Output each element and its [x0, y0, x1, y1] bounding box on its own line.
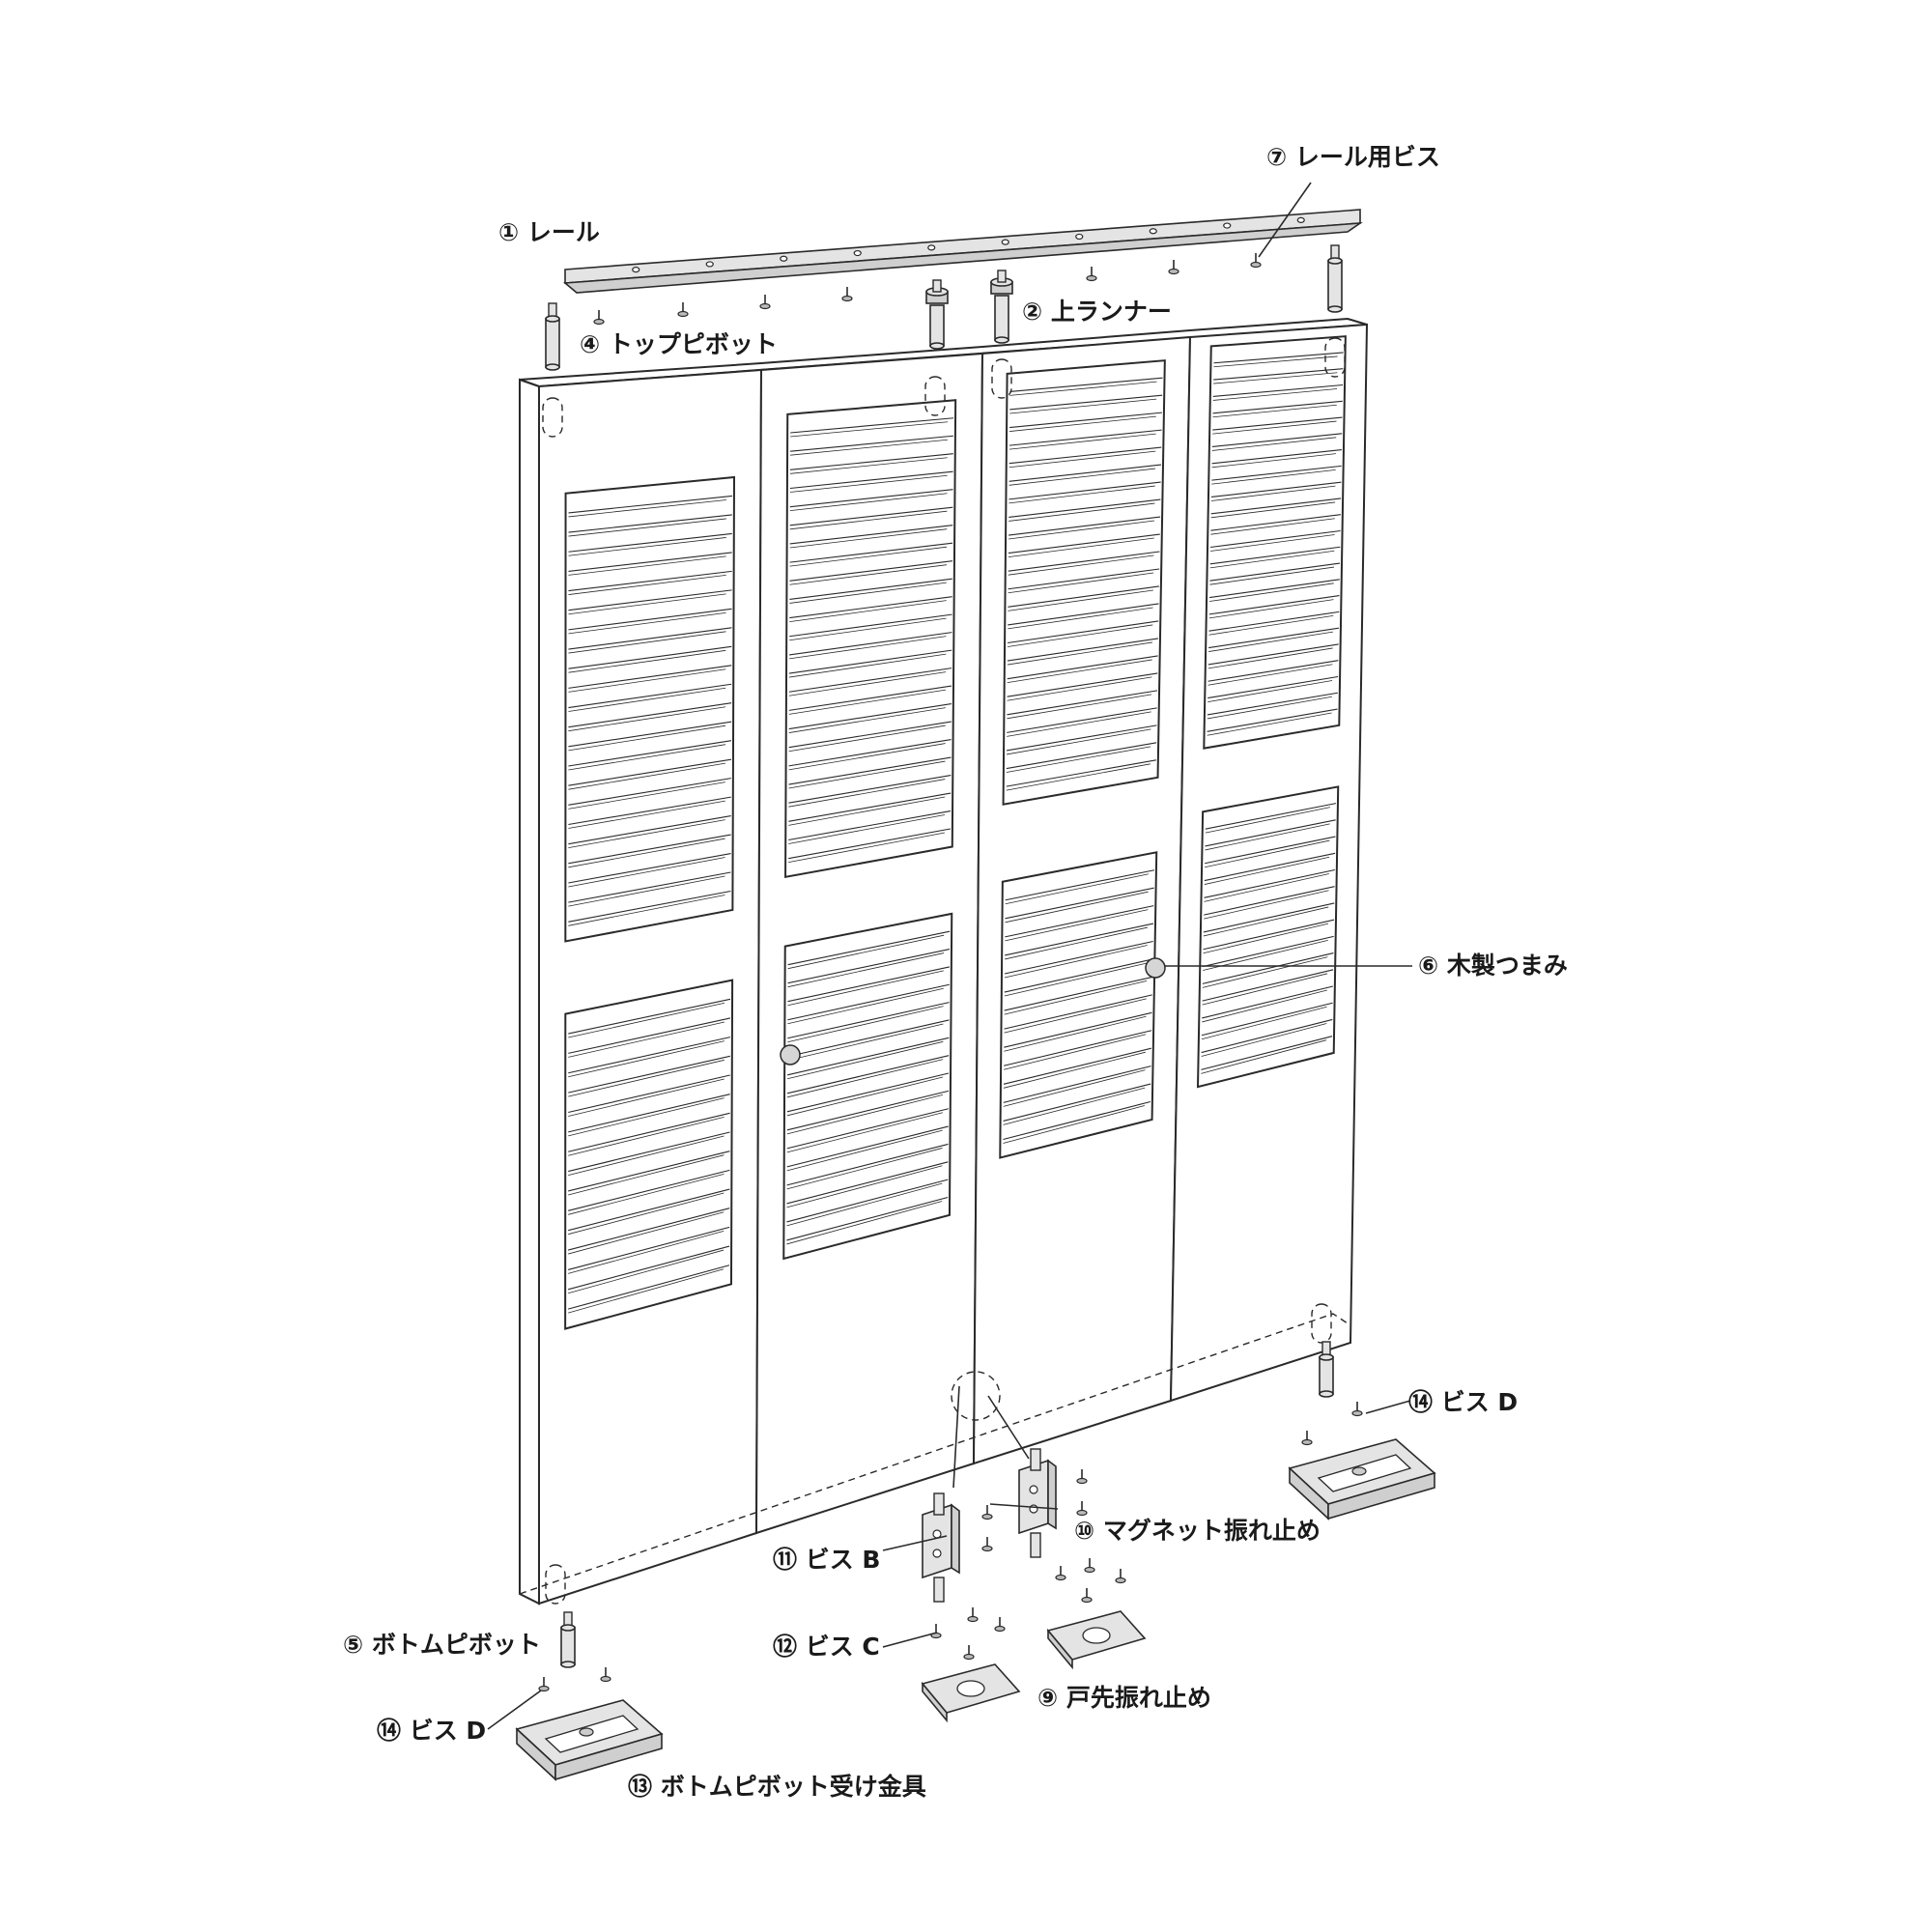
door-tip-stopper-upper-icon: [1046, 1610, 1147, 1670]
label-screw-d-right: ⑭ ビス D: [1408, 1388, 1518, 1416]
lower-louvre-window: [999, 851, 1158, 1159]
loose-screw-icon: [1115, 1569, 1126, 1584]
floor-outline: [519, 1313, 1351, 1595]
top-runner-icon: [925, 279, 949, 350]
lower-hardware: [515, 1341, 1436, 1781]
lower-louvre-window: [782, 912, 953, 1261]
door-panel: [538, 368, 763, 1605]
label-screw-b: ⑪ ビス B: [773, 1546, 880, 1574]
bottom-pivot-right-icon: [1319, 1341, 1334, 1398]
rail-hole: [1001, 239, 1009, 245]
top-pivot-right-icon: [1327, 244, 1343, 313]
label-bottom-pivot: ⑤ ボトムピボット: [343, 1631, 541, 1659]
lower-louvre-window: [1196, 785, 1340, 1089]
loose-screw-icon: [600, 1667, 611, 1683]
bottom-pivot-left-icon: [560, 1611, 576, 1668]
door-panel: [1169, 323, 1369, 1403]
loose-screw-icon: [1081, 1588, 1093, 1604]
hidden-pivot-hole: [924, 376, 946, 416]
hidden-pivot-hole: [991, 358, 1012, 399]
bottom-pivot-bracket-right-icon: [1288, 1438, 1436, 1520]
rail-hole: [780, 255, 788, 262]
loose-screw-icon: [1076, 1469, 1088, 1485]
upper-louvre-window: [1002, 359, 1166, 806]
rail-hole: [705, 261, 714, 268]
loose-screw-icon: [967, 1607, 979, 1623]
rail-hole: [632, 267, 640, 273]
magnet-stopper-left-icon: [922, 1492, 960, 1603]
top-pins: [545, 244, 1343, 371]
rail-screw-icon: [677, 302, 689, 318]
rail-screw-icon: [841, 287, 853, 302]
leader-lines: [487, 182, 1412, 1730]
loose-screw-icon: [538, 1677, 550, 1692]
top-runner-icon: [990, 270, 1013, 344]
label-top-runner: ② 上ランナー: [1022, 298, 1172, 326]
rail-screw-icon: [1168, 260, 1179, 275]
label-screw-d-left: ⑭ ビス D: [377, 1717, 486, 1745]
label-rail-screw: ⑦ レール用ビス: [1266, 143, 1440, 171]
detail-circle: [951, 1371, 1001, 1421]
loose-screw-icon: [981, 1505, 993, 1520]
loose-screw-icon: [1351, 1402, 1363, 1417]
upper-louvre-window: [784, 399, 957, 879]
rail-hole: [1149, 228, 1157, 235]
rail-screw-icon: [1086, 267, 1097, 282]
rail-hole: [1296, 216, 1305, 223]
loose-screw-icon: [1301, 1431, 1313, 1446]
rail-screw-icon: [1250, 253, 1262, 269]
rail-screws: [593, 253, 1262, 326]
top-pivot-left-icon: [545, 302, 560, 371]
label-magnet-stopper: ⑩ マグネット振れ止め: [1074, 1517, 1321, 1545]
hidden-pivot-hole: [1324, 337, 1346, 378]
loose-screw-icon: [1084, 1558, 1095, 1574]
wood-knob-icon: [1145, 957, 1166, 979]
lower-louvre-window: [564, 979, 734, 1330]
loose-screw-icon: [994, 1617, 1006, 1633]
magnet-stopper-right-icon: [1018, 1448, 1057, 1558]
label-screw-c: ⑫ ビス C: [773, 1633, 880, 1661]
rail-hole: [1075, 233, 1084, 241]
door-panel: [754, 352, 984, 1535]
bottom-pivot-bracket-left-icon: [515, 1699, 664, 1781]
rail-screw-icon: [593, 310, 605, 326]
label-wood-knob: ⑥ 木製つまみ: [1418, 952, 1568, 980]
rail: [562, 209, 1363, 294]
rail-hole: [1223, 222, 1232, 229]
loose-screw-icon: [1076, 1501, 1088, 1517]
rail-screw-icon: [759, 295, 771, 310]
loose-screw-icon: [1055, 1566, 1066, 1581]
label-door-tip-stopper: ⑨ 戸先振れ止め: [1037, 1684, 1211, 1712]
door-tip-stopper-icon: [921, 1663, 1021, 1723]
rail-hole: [927, 244, 936, 251]
label-bottom-pivot-bracket: ⑬ ボトムピボット受け金具: [628, 1773, 926, 1801]
door-panel: [972, 335, 1192, 1465]
upper-louvre-window: [564, 475, 736, 943]
wood-knob-icon: [780, 1044, 801, 1065]
part-labels: ① レール ⑦ レール用ビス ② 上ランナー ④ トップピボット ⑥ 木製つまみ…: [343, 143, 1568, 1801]
loose-screw-icon: [963, 1645, 975, 1661]
rail-hole: [853, 249, 862, 257]
label-rail: ① レール: [498, 218, 600, 246]
loose-screw-icon: [930, 1624, 942, 1639]
door-left-edge: [519, 378, 540, 1605]
loose-screw-icon: [981, 1537, 993, 1552]
upper-louvre-window: [1203, 335, 1347, 750]
hidden-pivot-hole: [542, 397, 563, 438]
hidden-pivot-hole: [1311, 1303, 1332, 1344]
label-top-pivot: ④ トップピボット: [580, 330, 778, 358]
door-panels: [519, 317, 1369, 1605]
